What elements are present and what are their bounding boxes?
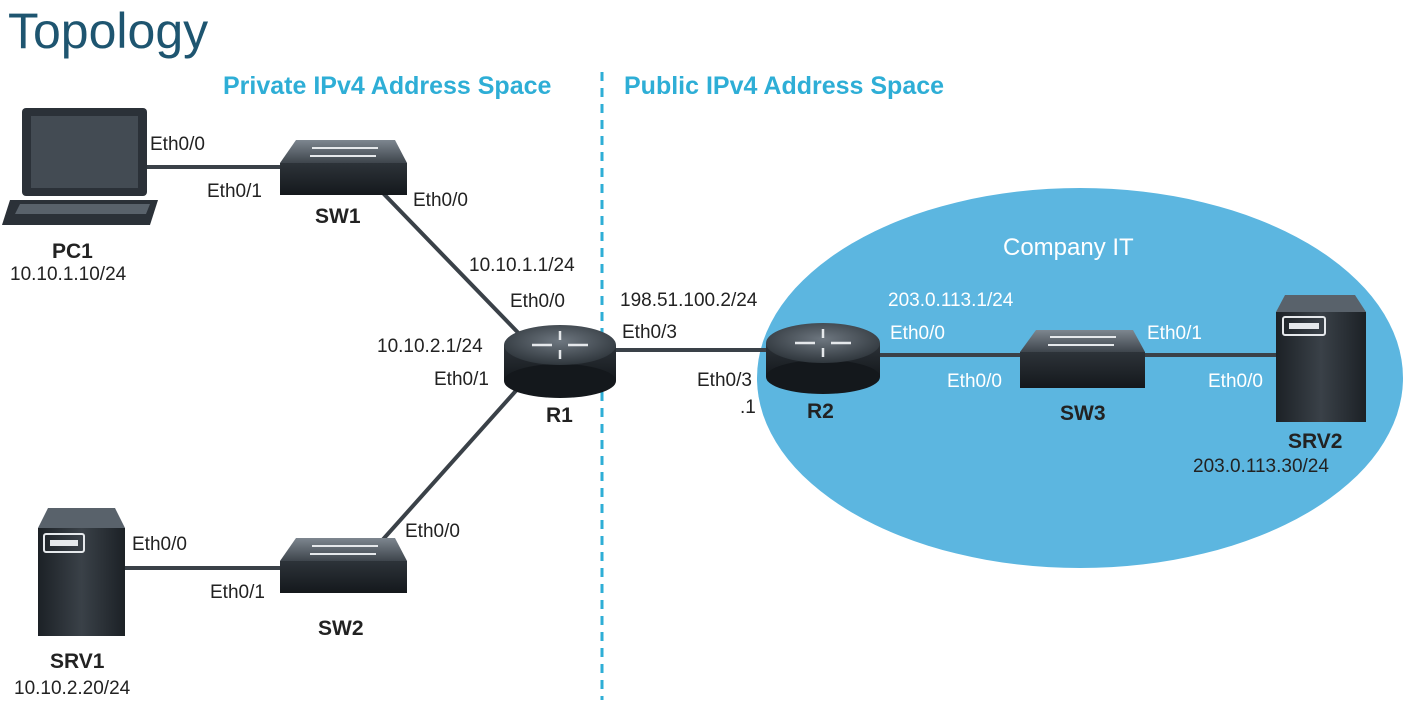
- srv1-server-icon: [38, 508, 125, 636]
- sw1-interface-r1-label: Eth0/0: [413, 190, 468, 211]
- r1-ip-left-label: 10.10.2.1/24: [377, 336, 483, 357]
- sw1-switch-icon: [280, 140, 407, 195]
- r2-ip-left-label: .1: [740, 397, 756, 418]
- pc1-interface-label: Eth0/0: [150, 134, 205, 155]
- sw2-interface-srv-label: Eth0/1: [210, 582, 265, 603]
- links: [125, 165, 1278, 570]
- sw2-interface-r1-label: Eth0/0: [405, 521, 460, 542]
- private-space-label: Private IPv4 Address Space: [223, 72, 552, 100]
- r1-ip-right-label: 198.51.100.2/24: [620, 290, 758, 311]
- srv1-name: SRV1: [50, 650, 105, 673]
- r1-interface-left-label: Eth0/1: [434, 369, 489, 390]
- r2-router-icon: [766, 323, 880, 394]
- link-r1-sw2: [376, 373, 532, 547]
- r1-ip-top-label: 10.10.1.1/24: [469, 255, 575, 276]
- r2-ip-right-label: 203.0.113.1/24: [888, 290, 1014, 311]
- sw3-interface-right-label: Eth0/1: [1147, 323, 1202, 344]
- srv2-interface-label: Eth0/0: [1208, 371, 1263, 392]
- srv2-ip: 203.0.113.30/24: [1193, 456, 1329, 477]
- public-space-label: Public IPv4 Address Space: [624, 72, 945, 100]
- srv1-ip: 10.10.2.20/24: [14, 678, 131, 699]
- r2-name: R2: [807, 400, 834, 423]
- cloud-label: Company IT: [1003, 234, 1134, 261]
- r1-interface-top-label: Eth0/0: [510, 291, 565, 312]
- sw1-name: SW1: [315, 205, 361, 228]
- pc1-ip: 10.10.1.10/24: [10, 264, 127, 285]
- sw2-name: SW2: [318, 617, 364, 640]
- link-sw1-r1: [378, 188, 532, 347]
- pc1-laptop-icon: [2, 108, 158, 225]
- pc1-name: PC1: [52, 240, 93, 263]
- srv2-name: SRV2: [1288, 430, 1343, 453]
- r2-interface-left-label: Eth0/3: [697, 370, 752, 391]
- sw1-interface-pc-label: Eth0/1: [207, 181, 262, 202]
- page-title: Topology: [8, 3, 209, 59]
- r1-name: R1: [546, 404, 573, 427]
- sw3-interface-left-label: Eth0/0: [947, 371, 1002, 392]
- sw3-name: SW3: [1060, 402, 1106, 425]
- r2-interface-right-label: Eth0/0: [890, 323, 945, 344]
- r1-interface-right-label: Eth0/3: [622, 322, 677, 343]
- srv2-server-icon: [1276, 295, 1366, 422]
- srv1-interface-label: Eth0/0: [132, 534, 187, 555]
- sw2-switch-icon: [280, 538, 407, 593]
- r1-router-icon: [504, 325, 616, 398]
- sw3-switch-icon: [1020, 330, 1145, 388]
